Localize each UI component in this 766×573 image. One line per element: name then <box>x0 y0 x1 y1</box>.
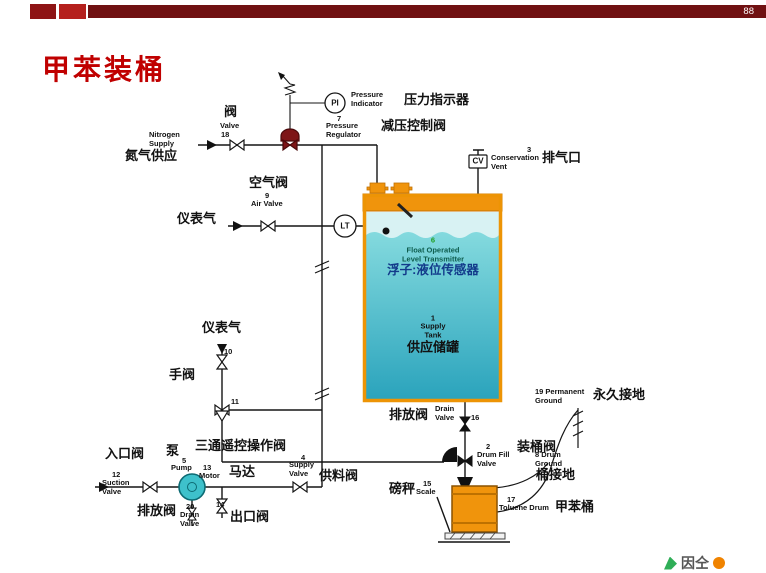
three-way-valve-11-icon <box>214 403 230 423</box>
ground-wires <box>493 408 584 513</box>
page-number: 88 <box>743 6 754 17</box>
hand-valve-10-icon <box>215 354 229 370</box>
tank-drain-valve-16-icon <box>459 416 471 432</box>
supply-tank <box>362 182 503 403</box>
relief-valve-icon <box>278 72 325 129</box>
header-accent-square-bright <box>59 4 86 19</box>
slide-title: 甲苯装桶 <box>42 55 167 86</box>
conservation-vent-cv <box>468 154 488 169</box>
supply-valve-4-icon <box>292 480 308 494</box>
footer-logo-text: 因仝 <box>681 555 709 571</box>
pump-5 <box>178 473 206 501</box>
footer-logo: 因仝 <box>664 553 725 573</box>
footer-logo-dot-icon <box>713 557 725 569</box>
pipe-break-marks <box>314 260 330 401</box>
lt-transmitter <box>333 214 357 238</box>
suction-valve-12-icon <box>142 480 158 494</box>
toluene-drum-17 <box>451 485 498 533</box>
float-icon <box>382 227 390 235</box>
pressure-regulator-valve-icon <box>280 128 300 152</box>
air-valve-9-icon <box>260 219 276 233</box>
pi-gauge <box>324 92 346 114</box>
pump-drain-valve-20-icon <box>186 507 198 521</box>
scale-15 <box>438 532 510 543</box>
drum-fill-valve-2-icon <box>442 447 473 467</box>
flow-arrows <box>99 140 243 492</box>
drum-funnel-icon <box>457 477 473 486</box>
header-accent-square-dark <box>30 4 56 19</box>
outlet-valve-14-icon <box>215 498 229 514</box>
valve-18-icon <box>229 138 245 152</box>
header-bar <box>88 5 766 18</box>
